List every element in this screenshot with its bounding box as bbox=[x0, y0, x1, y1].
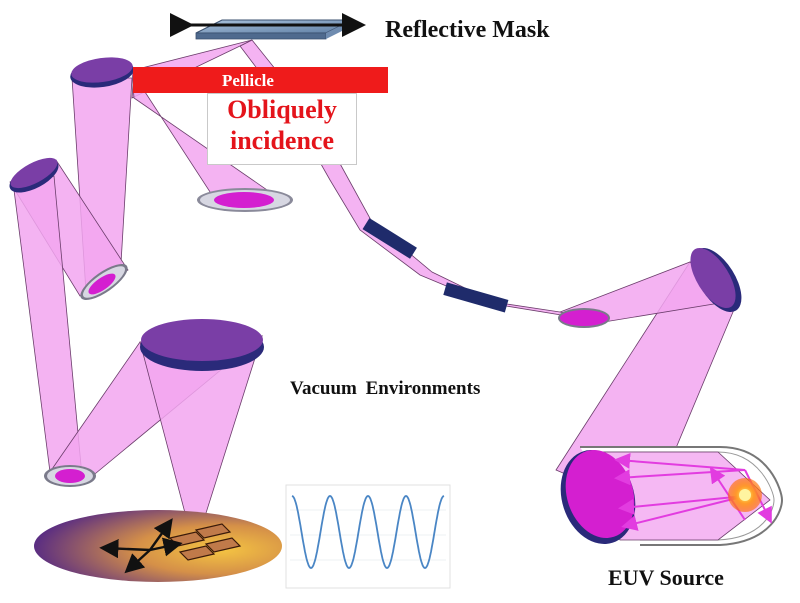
mirror-left-lower bbox=[80, 263, 128, 301]
wafer bbox=[34, 510, 282, 582]
mirror-projection-large bbox=[140, 319, 264, 371]
wave-line bbox=[291, 495, 445, 569]
pellicle-label: Pellicle bbox=[222, 71, 274, 90]
mirror-upper bbox=[70, 57, 134, 88]
oblique-line-2: incidence bbox=[230, 126, 334, 155]
oblique-incidence-callout: Obliquely incidence bbox=[207, 93, 357, 165]
wave-inset bbox=[285, 484, 451, 589]
grazing-mirror-2 bbox=[443, 282, 509, 313]
source-ray-arrows bbox=[614, 452, 772, 531]
pellicle-bar bbox=[133, 67, 388, 93]
stage-axes-arrows bbox=[99, 518, 183, 574]
reflective-mask-label: Reflective Mask bbox=[385, 17, 550, 43]
reflective-mask bbox=[195, 19, 353, 40]
mirror-center bbox=[197, 188, 293, 212]
die-pattern bbox=[168, 523, 242, 561]
vacuum-environments-label: Vacuum Environments bbox=[290, 378, 481, 399]
euv-source-label: EUV Source bbox=[608, 565, 724, 590]
mirror-right bbox=[690, 247, 742, 312]
grazing-mirror-1 bbox=[362, 218, 417, 259]
mirrors bbox=[9, 57, 742, 487]
oblique-line-1: Obliquely bbox=[227, 95, 337, 124]
euv-source bbox=[560, 446, 784, 546]
mirror-left-upper bbox=[9, 157, 59, 193]
mirror-relay bbox=[558, 308, 610, 328]
mirror-bottom-left bbox=[44, 465, 96, 487]
